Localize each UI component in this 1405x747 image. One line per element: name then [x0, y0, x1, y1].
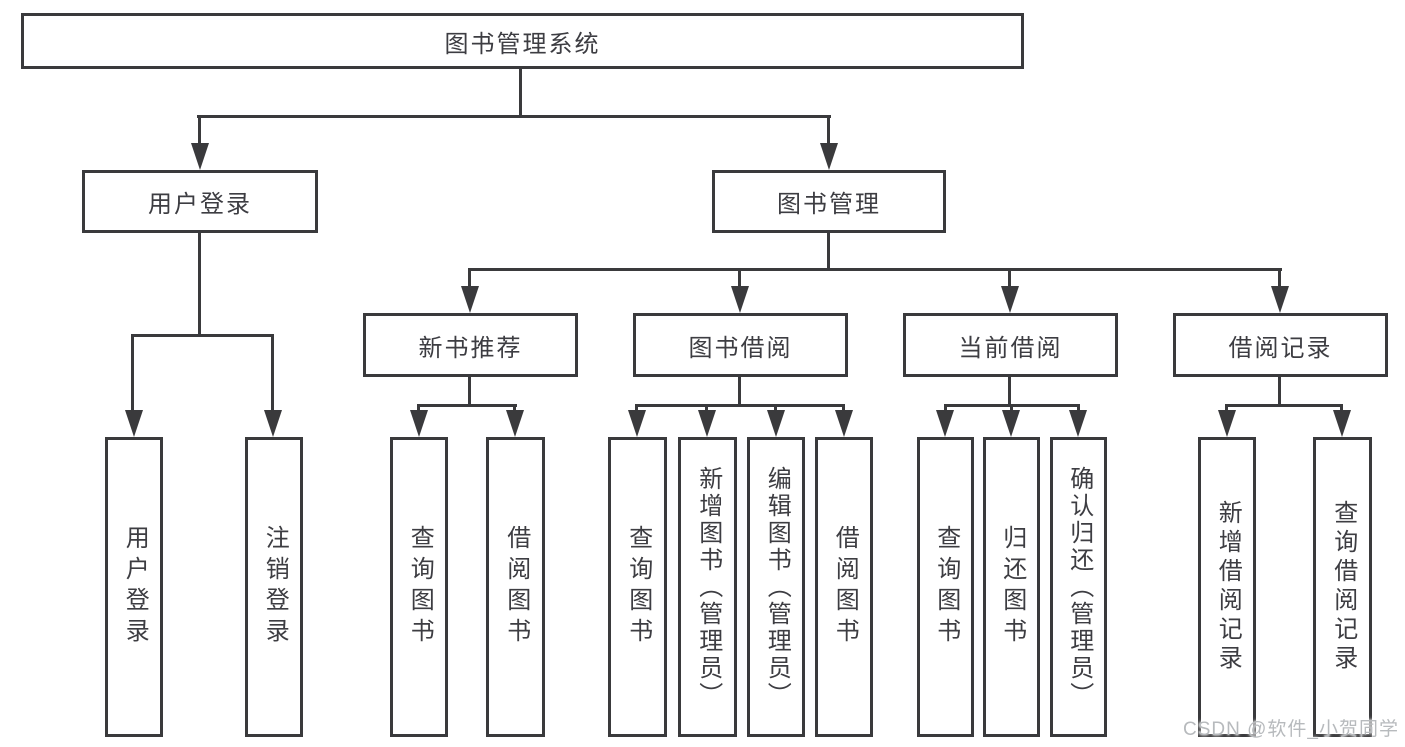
arrow-book-borrow — [731, 286, 749, 313]
node-user-login-label: 用户登录 — [148, 191, 252, 218]
connector-nb-stem — [468, 377, 471, 407]
connector-current-borrow-drop — [1008, 268, 1011, 290]
connector-br-query-drop — [1340, 404, 1343, 414]
leaf-user-login-label: 用户登录 — [121, 525, 149, 649]
arrow-current-borrow — [1001, 286, 1019, 313]
connector-user-login-stem — [198, 233, 201, 337]
connector-root-stem — [519, 67, 522, 117]
connector-cb-query-drop — [944, 404, 947, 414]
connector-br-add-drop — [1225, 404, 1228, 414]
leaf-nb-borrow-book-label: 借阅图书 — [502, 525, 530, 649]
connector-bb-borrow-drop — [842, 404, 845, 414]
arrow-bb-borrow — [835, 410, 853, 437]
leaf-cb-confirm-return: 确认归还（管理员） — [1050, 437, 1107, 737]
leaf-bb-add-book: 新增图书（管理员） — [678, 437, 737, 737]
leaf-br-add-record: 新增借阅记录 — [1198, 437, 1256, 737]
leaf-nb-query-book-label: 查询图书 — [406, 525, 434, 649]
arrow-nb-borrow — [506, 410, 524, 437]
csdn-watermark: CSDN @软件_小贺同学 — [1183, 719, 1399, 740]
connector-bb-edit-drop — [774, 404, 777, 414]
arrow-cb-query — [936, 410, 954, 437]
connector-cb-return-drop — [1010, 404, 1013, 414]
leaf-br-add-record-label: 新增借阅记录 — [1214, 500, 1242, 674]
arrow-cb-confirm — [1069, 410, 1087, 437]
arrow-nb-query — [410, 410, 428, 437]
leaf-cb-return-book-label: 归还图书 — [998, 525, 1026, 649]
leaf-br-query-record: 查询借阅记录 — [1313, 437, 1372, 737]
connector-book-borrow-drop — [738, 268, 741, 290]
connector-nb-query-drop — [417, 404, 420, 414]
arrow-user-login — [191, 143, 209, 170]
connector-cb-stem — [1008, 377, 1011, 407]
connector-user-login-rail — [131, 334, 274, 337]
connector-bb-query-drop — [635, 404, 638, 414]
leaf-nb-query-book: 查询图书 — [390, 437, 448, 737]
arrow-cb-return — [1002, 410, 1020, 437]
connector-cb-confirm-drop — [1077, 404, 1080, 414]
arrow-bb-add — [698, 410, 716, 437]
connector-bb-stem — [738, 377, 741, 407]
connector-book-mgmt-stem — [827, 233, 830, 271]
node-user-login: 用户登录 — [82, 170, 318, 233]
node-book-management: 图书管理 — [712, 170, 946, 233]
arrow-leaf-logout — [264, 410, 282, 437]
node-root-label: 图书管理系统 — [444, 30, 601, 58]
node-current-borrow: 当前借阅 — [903, 313, 1118, 377]
connector-bb-rail — [635, 404, 845, 407]
connector-br-stem — [1278, 377, 1281, 407]
node-root: 图书管理系统 — [21, 13, 1024, 69]
leaf-logout-label: 注销登录 — [261, 525, 289, 649]
connector-leaf-user-login-drop — [131, 334, 134, 413]
arrow-new-book-recommend — [461, 286, 479, 313]
arrow-bb-query — [628, 410, 646, 437]
arrow-bb-edit — [767, 410, 785, 437]
leaf-bb-query-book-label: 查询图书 — [624, 525, 652, 649]
arrow-leaf-user-login — [125, 410, 143, 437]
node-new-book-recommend-label: 新书推荐 — [418, 334, 523, 362]
leaf-bb-query-book: 查询图书 — [608, 437, 667, 737]
arrow-br-add — [1218, 410, 1236, 437]
leaf-cb-query-book-label: 查询图书 — [932, 525, 960, 649]
connector-user-login-drop — [198, 115, 201, 147]
connector-nb-borrow-drop — [513, 404, 516, 414]
leaf-bb-edit-book-label: 编辑图书（管理员） — [763, 465, 791, 709]
node-book-management-label: 图书管理 — [777, 191, 881, 218]
node-book-borrow-label: 图书借阅 — [688, 334, 793, 362]
arrow-br-query — [1333, 410, 1351, 437]
node-borrow-record-label: 借阅记录 — [1228, 334, 1333, 362]
leaf-bb-borrow-book-label: 借阅图书 — [831, 525, 859, 649]
leaf-cb-query-book: 查询图书 — [917, 437, 974, 737]
leaf-bb-edit-book: 编辑图书（管理员） — [747, 437, 805, 737]
connector-bb-add-drop — [705, 404, 708, 414]
leaf-logout: 注销登录 — [245, 437, 303, 737]
node-borrow-record: 借阅记录 — [1173, 313, 1388, 377]
arrow-book-mgmt — [820, 143, 838, 170]
leaf-cb-confirm-return-label: 确认归还（管理员） — [1065, 465, 1093, 709]
leaf-br-query-record-label: 查询借阅记录 — [1329, 500, 1357, 674]
arrow-borrow-record — [1271, 286, 1289, 313]
connector-new-book-drop — [468, 268, 471, 290]
node-current-borrow-label: 当前借阅 — [958, 334, 1063, 362]
connector-borrow-record-drop — [1278, 268, 1281, 290]
connector-br-rail — [1225, 404, 1343, 407]
connector-level2-rail — [197, 115, 831, 118]
connector-book-mgmt-drop — [827, 115, 830, 147]
node-new-book-recommend: 新书推荐 — [363, 313, 578, 377]
leaf-nb-borrow-book: 借阅图书 — [486, 437, 545, 737]
connector-nb-rail — [417, 404, 517, 407]
leaf-cb-return-book: 归还图书 — [983, 437, 1040, 737]
leaf-user-login: 用户登录 — [105, 437, 163, 737]
node-book-borrow: 图书借阅 — [633, 313, 848, 377]
connector-leaf-logout-drop — [271, 334, 274, 413]
leaf-bb-add-book-label: 新增图书（管理员） — [694, 465, 722, 709]
leaf-bb-borrow-book: 借阅图书 — [815, 437, 873, 737]
connector-level3-rail — [468, 268, 1282, 271]
